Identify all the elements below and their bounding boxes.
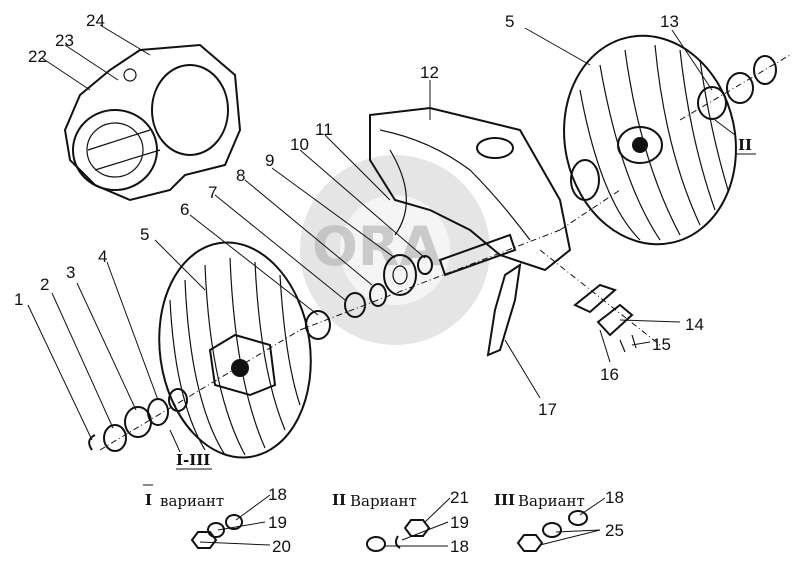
plates-14-16 (539, 249, 661, 353)
variant-1-word: вариант (160, 492, 224, 510)
callout-23: 23 (55, 31, 74, 50)
callout-5-right: 5 (505, 12, 514, 31)
callout-18-v3: 18 (605, 488, 624, 507)
right-small-parts (679, 54, 791, 121)
callout-18-v2: 18 (450, 537, 469, 556)
callout-20: 20 (272, 537, 291, 556)
callout-11: 11 (315, 120, 333, 139)
callout-10: 10 (290, 135, 309, 154)
callout-5-left: 5 (140, 225, 149, 244)
left-small-parts (88, 388, 188, 452)
axle-assembly (99, 159, 621, 451)
variant-1-numeral: I (145, 491, 152, 509)
roman-mark-right: II (738, 136, 752, 154)
callout-4: 4 (98, 247, 107, 266)
callout-24: 24 (86, 11, 105, 30)
callout-2: 2 (40, 275, 49, 294)
callout-19-v2: 19 (450, 513, 469, 532)
variant-captions: I вариант II Вариант III Вариант (143, 484, 585, 510)
watermark-text: ORA (312, 215, 441, 278)
disc-right (563, 34, 737, 246)
shank-part (486, 262, 522, 357)
callout-16: 16 (600, 365, 619, 384)
callout-17: 17 (538, 400, 557, 419)
callout-13: 13 (660, 12, 679, 31)
variant-2-numeral: II (332, 491, 346, 509)
callout-1: 1 (14, 290, 23, 309)
roman-marks: I-III II (176, 136, 756, 470)
callout-14: 14 (685, 315, 704, 334)
leader-lines (27, 24, 736, 547)
callout-22: 22 (28, 47, 47, 66)
variant-hardware (190, 510, 588, 552)
callout-8: 8 (236, 166, 245, 185)
callout-19-v1: 19 (268, 513, 287, 532)
callout-21: 21 (450, 488, 469, 507)
roman-mark-left: I-III (176, 451, 210, 469)
variant-2-word: Вариант (350, 492, 417, 510)
callout-7: 7 (208, 183, 217, 202)
variant-3-numeral: III (494, 491, 515, 509)
callout-3: 3 (66, 263, 75, 282)
callout-18-v1: 18 (268, 485, 287, 504)
arm-bracket (369, 106, 572, 272)
variant-3-word: Вариант (518, 492, 585, 510)
callout-labels: 1 2 3 4 5 6 7 8 9 10 11 12 5 13 14 15 16… (14, 11, 704, 556)
housing-part (63, 43, 242, 202)
disc-left (158, 241, 312, 459)
callout-15: 15 (652, 335, 671, 354)
callout-9: 9 (265, 151, 274, 170)
callout-12: 12 (420, 63, 439, 82)
callout-25: 25 (605, 521, 624, 540)
callout-6: 6 (180, 200, 189, 219)
